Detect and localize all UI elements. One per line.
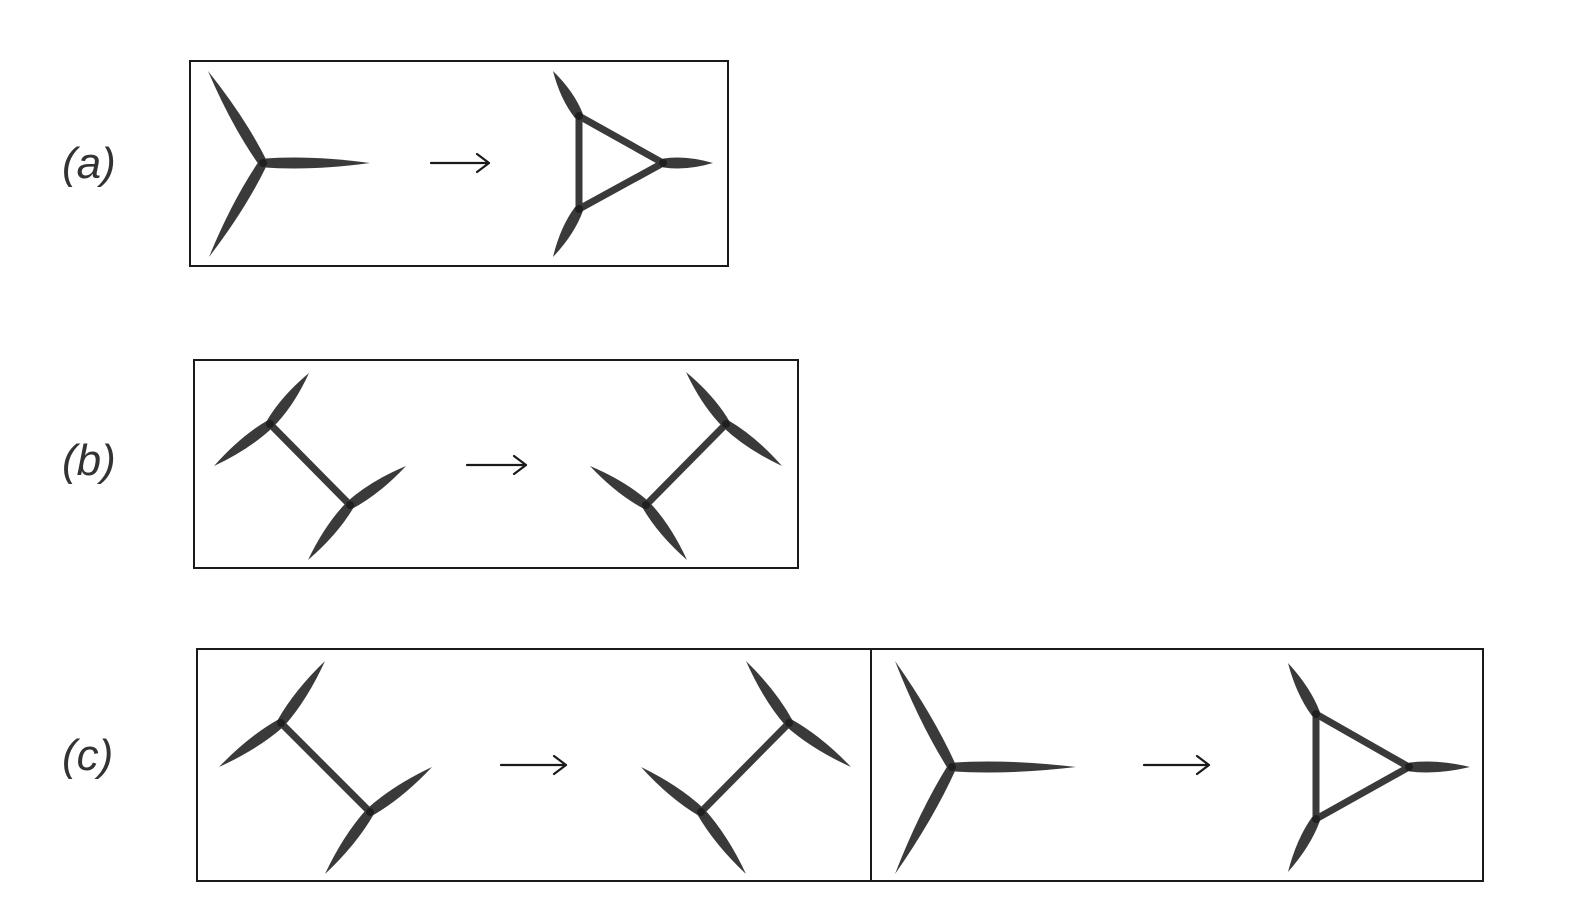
row-label-b: (b) [62, 436, 116, 485]
arrow-c-left [499, 754, 568, 776]
leg-q-0 [347, 466, 406, 509]
leg-p-0 [277, 661, 325, 726]
vertex-p [277, 719, 285, 727]
internal-edge [278, 720, 373, 815]
panel-c-right-frame [870, 648, 1484, 882]
graph-c-triangle [1288, 663, 1470, 872]
edge-upper [895, 661, 956, 770]
panel-b-frame [193, 359, 799, 569]
vertex-q [346, 501, 354, 509]
leg-right [663, 157, 713, 169]
leg-q-1 [786, 719, 851, 767]
edge-right [952, 761, 1076, 773]
graph-c-h-edge [219, 661, 432, 874]
leg-p-1 [697, 809, 746, 874]
leg-p-1 [214, 420, 273, 466]
arrow-a [429, 152, 491, 174]
leg-right [1409, 761, 1470, 773]
leg-q-0 [746, 661, 793, 726]
internal-edge [698, 720, 792, 815]
row-label-a: (a) [62, 139, 116, 188]
leg-p-1 [219, 719, 284, 767]
vertex-q [785, 719, 793, 727]
internal-edge [267, 421, 353, 508]
edge-lower [895, 764, 956, 874]
triangle-edge-bottom [1314, 763, 1411, 823]
leg-q-1 [325, 809, 374, 874]
graph-a-triangle [553, 71, 713, 257]
vertex-p [266, 420, 274, 428]
edge-lower [209, 160, 267, 257]
vertex-q [722, 420, 730, 428]
graph-a-three-leg-vertex [208, 71, 370, 257]
graph-b-h-edge [214, 373, 406, 560]
arrow-b [465, 454, 528, 476]
vertex-lower [1312, 815, 1320, 823]
leg-p-0 [266, 373, 309, 427]
triangle-edge-top [577, 112, 665, 167]
panel-a-frame [189, 60, 729, 267]
graph-c-rotated-h-edge [641, 661, 851, 874]
leg-p-0 [590, 466, 649, 509]
leg-upper [553, 71, 583, 119]
leg-p-1 [642, 502, 687, 560]
vertex [948, 763, 956, 771]
vertex-p [642, 501, 650, 509]
vertex-right [659, 159, 667, 167]
leg-q-0 [367, 767, 432, 816]
vertex-right [1405, 763, 1413, 771]
vertex-q [366, 808, 374, 816]
vertex [259, 159, 267, 167]
leg-q-1 [308, 502, 354, 560]
graph-c-three-leg-vertex [895, 661, 1076, 874]
arrow-c-right [1142, 754, 1211, 776]
edge-upper [208, 71, 267, 166]
leg-q-0 [686, 372, 730, 427]
leg-lower [553, 206, 583, 257]
internal-edge [643, 421, 729, 508]
triangle-edge-top [1314, 710, 1411, 771]
graph-b-rotated-h-edge [590, 372, 782, 560]
leg-p-0 [641, 767, 704, 816]
edge-right [263, 157, 370, 169]
row-label-c: (c) [62, 731, 113, 780]
leg-q-1 [723, 420, 782, 466]
vertex-upper [1312, 710, 1320, 718]
leg-upper [1288, 663, 1320, 717]
vertex-upper [575, 112, 583, 120]
triangle-edge-bottom [577, 159, 665, 213]
vertex-p [697, 808, 705, 816]
leg-lower [1288, 816, 1320, 872]
vertex-lower [575, 205, 583, 213]
